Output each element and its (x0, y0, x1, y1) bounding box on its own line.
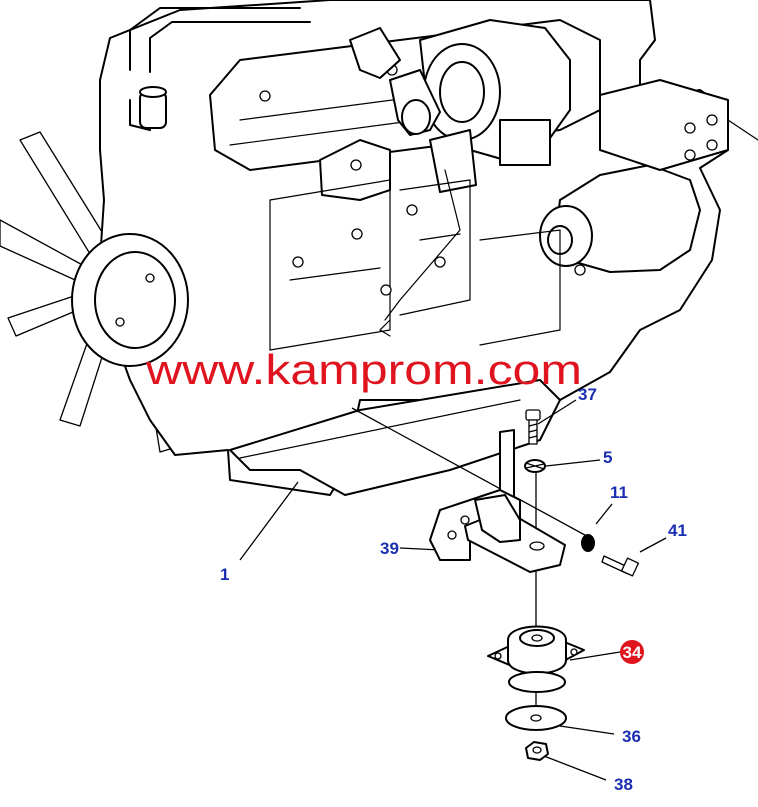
washer-36 (505, 705, 567, 731)
callout-38: 38 (614, 775, 633, 794)
watermark-text: www.kamprom.com (145, 346, 582, 393)
bolt-41 (601, 555, 640, 577)
engine-assembly (0, 0, 758, 496)
mount-bracket-39 (429, 429, 566, 573)
callout-34-marker (620, 640, 644, 664)
nut-38 (525, 741, 549, 761)
callout-1: 1 (220, 565, 229, 584)
callout-37: 37 (578, 385, 597, 404)
callout-36: 36 (622, 727, 641, 746)
washer-11 (581, 534, 595, 552)
callout-39: 39 (380, 539, 399, 558)
engine-mount-34 (487, 625, 585, 693)
bolt-37 (525, 409, 541, 445)
callout-5: 5 (603, 448, 612, 467)
callout-34: 34 (623, 643, 642, 662)
callout-labels: 1 39 37 5 11 41 34 36 38 (220, 385, 687, 794)
washer-5 (524, 459, 546, 473)
callout-41: 41 (668, 521, 687, 540)
callout-11: 11 (610, 483, 628, 502)
